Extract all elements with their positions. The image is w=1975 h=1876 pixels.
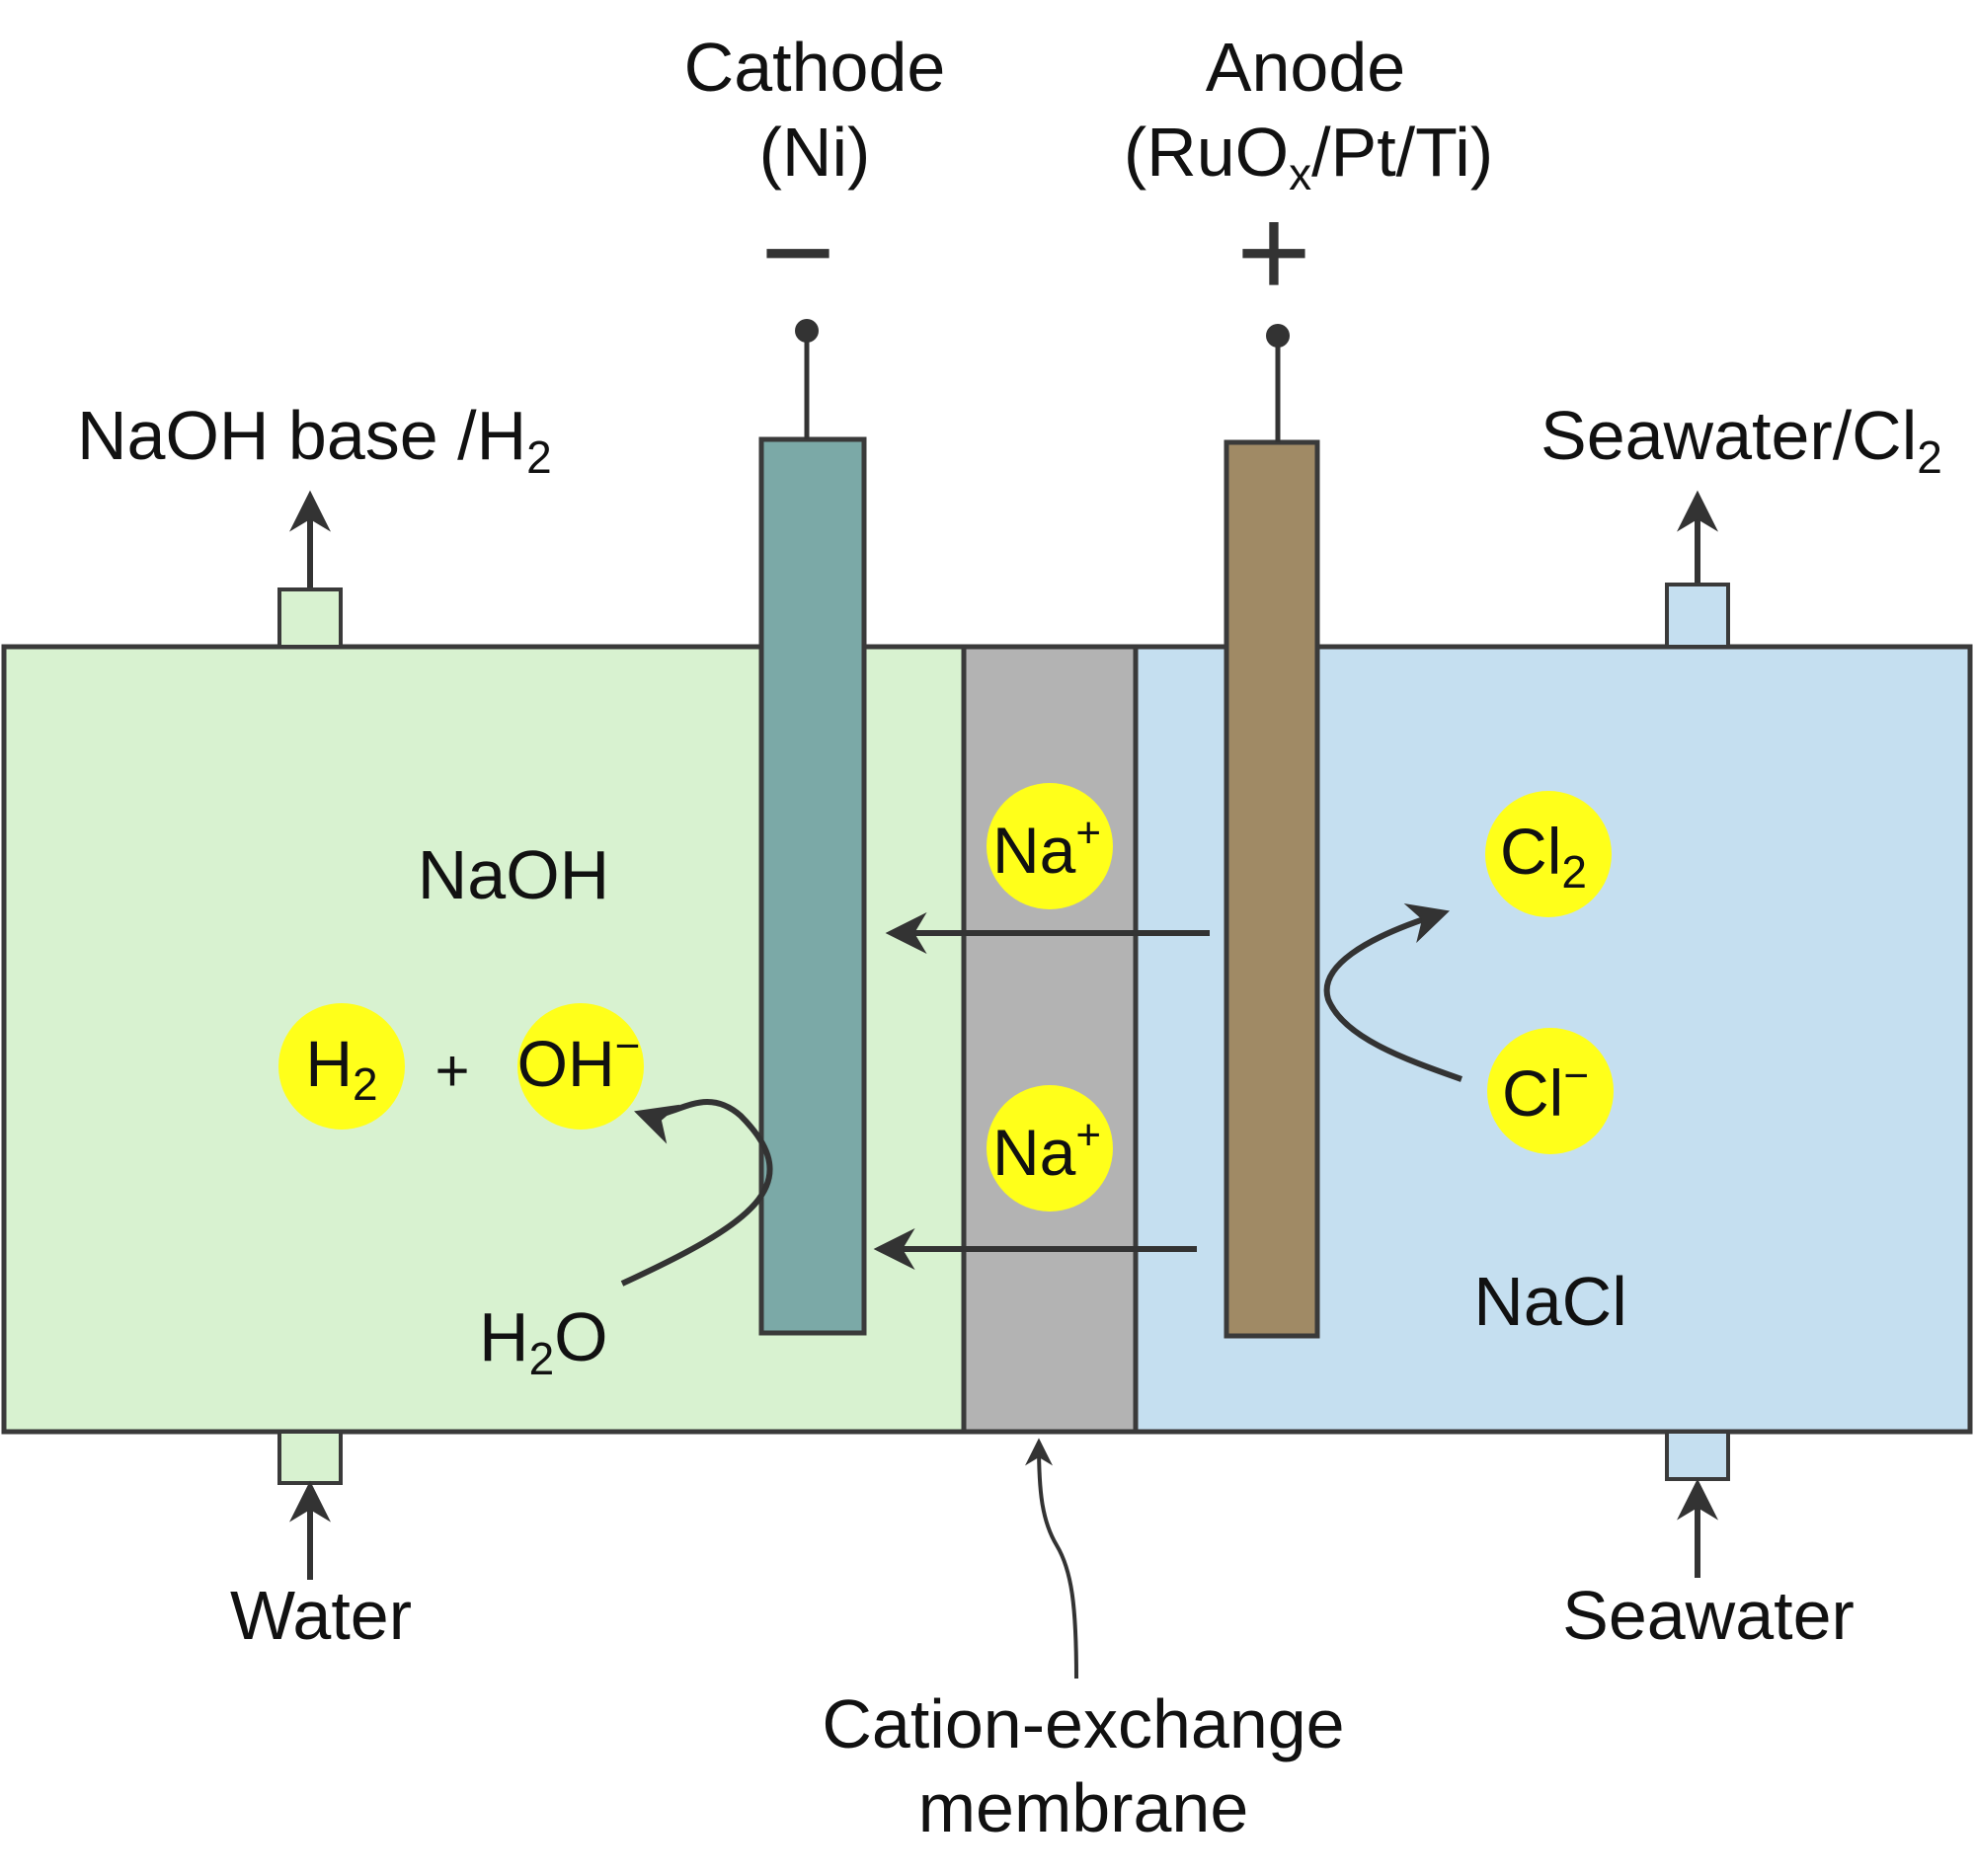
seawater-inlet-label: Seawater: [1562, 1577, 1855, 1654]
plus-sign: +: [434, 1038, 469, 1104]
water-inlet-label: Water: [230, 1577, 412, 1654]
chloride-bubble: [1487, 1028, 1614, 1154]
nacl-solution-label: NaCl: [1473, 1263, 1627, 1340]
anode-title: Anode: [1206, 29, 1405, 106]
cathode-terminal: [795, 319, 819, 343]
cathode-title: Cathode: [684, 29, 946, 106]
anode-polarity: +: [1236, 180, 1311, 324]
anode-material: (RuOx/Pt/Ti): [1124, 114, 1493, 199]
chlorine-bubble: [1485, 791, 1612, 917]
chloride-to-chlorine-arrow: [1323, 902, 1462, 1082]
outlet-port-right: [1665, 583, 1730, 649]
cathode-material: (Ni): [759, 114, 871, 191]
chlorine-label: Cl2: [1500, 815, 1587, 898]
water-label: H2O: [479, 1298, 608, 1384]
h2-label: H2: [305, 1027, 377, 1110]
cation-exchange-membrane: [961, 644, 1139, 1435]
sodium-ion-bubble-upper: [987, 783, 1113, 909]
outlet-label-left: NaOH base /H2: [77, 397, 552, 483]
hydroxide-label: OH−: [517, 1022, 641, 1100]
membrane-label-line1: Cation-exchange: [822, 1685, 1344, 1762]
membrane-pointer-arrow: [1025, 1438, 1078, 1680]
hydroxide-bubble: [517, 1003, 644, 1130]
naoh-solution-label: NaOH: [418, 836, 609, 913]
inlet-port-right: [1665, 1430, 1730, 1481]
outlet-label-right: Seawater/Cl2: [1540, 397, 1942, 483]
outlet-port-left: [277, 587, 343, 649]
inlet-port-left: [277, 1430, 343, 1485]
water-to-hydroxide-arrow: [620, 1099, 773, 1287]
h2-bubble: [278, 1003, 405, 1130]
sodium-ion-label-upper: Na+: [992, 809, 1101, 887]
sodium-ion-label-lower: Na+: [992, 1111, 1101, 1189]
anode-electrode: [1224, 439, 1320, 1339]
chloride-label: Cl−: [1502, 1052, 1589, 1130]
anode-terminal: [1266, 324, 1290, 348]
membrane-label-line2: membrane: [918, 1769, 1249, 1846]
cathode-electrode: [758, 436, 867, 1336]
sodium-ion-bubble-lower: [987, 1085, 1113, 1212]
cathode-polarity: −: [760, 180, 835, 324]
